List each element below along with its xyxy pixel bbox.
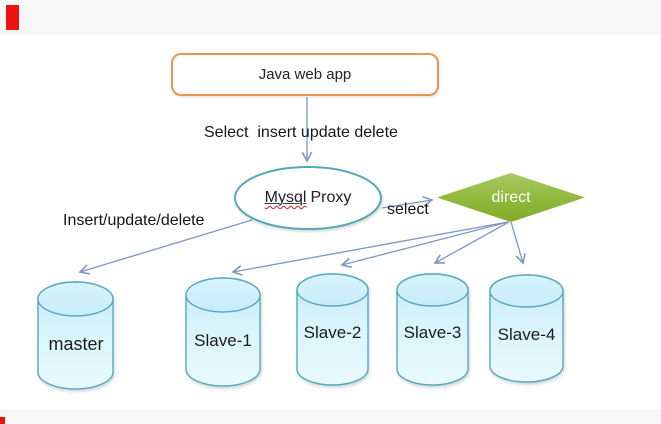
java-web-app-label: Java web app [258, 66, 352, 83]
slave4-cylinder [489, 274, 564, 383]
label-select-insert-update-delete: Select insert update delete [204, 124, 398, 141]
top-gray-band [0, 0, 661, 35]
java-web-app-node: Java web app [171, 53, 439, 96]
label-select: select [387, 201, 429, 218]
slave3-cylinder [396, 273, 469, 386]
direct-label: direct [491, 188, 531, 206]
slave4-db-label: Slave-4 [497, 325, 556, 344]
arrow-proxy-to-direct [381, 195, 434, 209]
slave2-db-label: Slave-2 [303, 323, 362, 342]
slave2-cylinder [296, 273, 369, 386]
slave1-cylinder [185, 277, 261, 387]
mysql-proxy-ellipse [234, 166, 382, 230]
master-db-label: master [48, 334, 104, 354]
arrow-proxy-to-master [78, 219, 253, 275]
mysql-word-underlined: Mysql [264, 189, 307, 206]
arrow-direct-to-slave2 [340, 221, 509, 269]
slave1-db-label: Slave-1 [194, 331, 252, 350]
arrow-direct-to-slave1 [231, 221, 509, 276]
arrow-direct-to-slave4 [510, 221, 526, 265]
arrow-direct-to-slave3 [433, 221, 510, 264]
bottom-gray-band [0, 409, 661, 424]
label-insert-update-delete: Insert/update/delete [63, 212, 205, 229]
master-cylinder [37, 281, 114, 390]
proxy-word: Proxy [310, 189, 352, 206]
red-marker-bottom-left [0, 417, 5, 424]
red-marker-top-left [6, 5, 19, 30]
slave3-db-label: Slave-3 [403, 323, 462, 342]
